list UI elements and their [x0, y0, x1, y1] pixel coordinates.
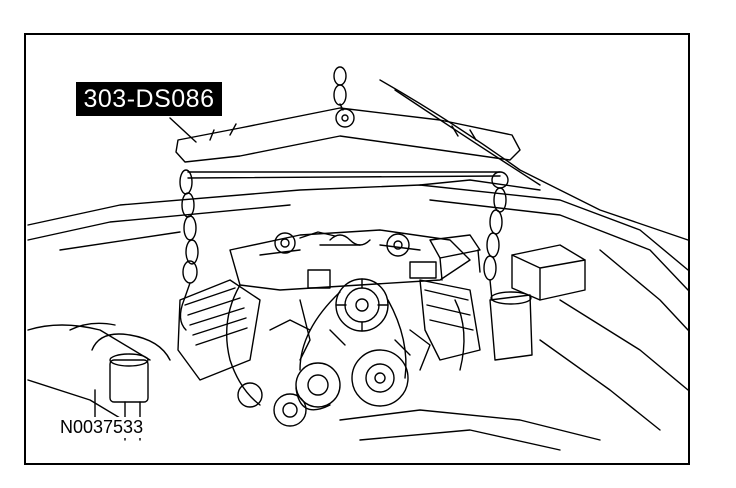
chain-icon: [179, 169, 199, 331]
label-leader-line: [169, 117, 197, 143]
vehicle-body: [27, 79, 689, 451]
right-components: [429, 234, 586, 361]
tool-label: 303-DS086: [76, 82, 222, 116]
lifting-bracket-icon: [175, 66, 521, 179]
figure-id: N0037533: [58, 417, 146, 438]
engine-block: [177, 229, 481, 427]
chain-icon-right: [483, 171, 509, 301]
